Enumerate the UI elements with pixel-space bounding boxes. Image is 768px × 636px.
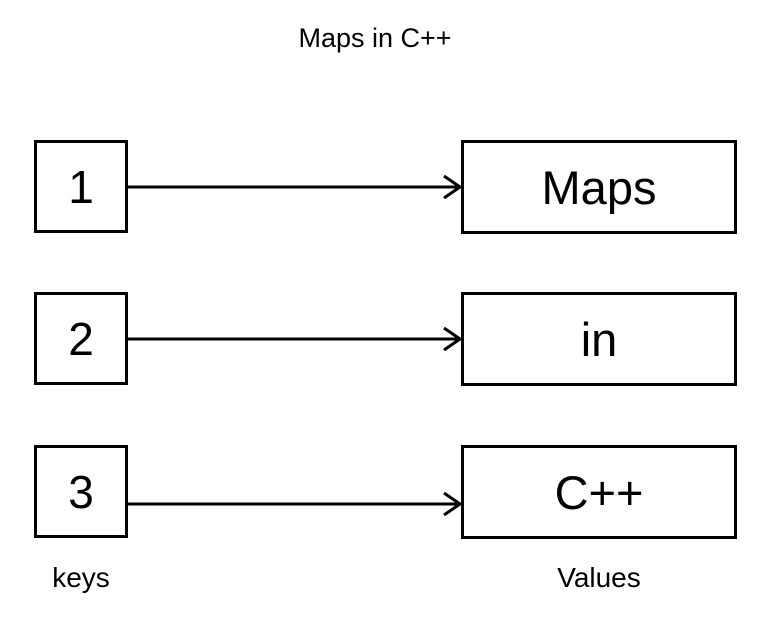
key-box-3[interactable]: 3 <box>34 445 128 538</box>
value-label: Maps <box>541 160 657 214</box>
arrow-right-icon <box>128 174 463 200</box>
value-box-2[interactable]: in <box>461 292 737 386</box>
key-label: 3 <box>68 465 94 518</box>
map-entry-row: 3 C++ <box>0 445 768 540</box>
key-label: 2 <box>68 312 94 365</box>
value-box-1[interactable]: Maps <box>461 140 737 234</box>
values-column-label: Values <box>557 562 641 593</box>
keys-column-label: keys <box>52 562 110 593</box>
key-box-1[interactable]: 1 <box>34 140 128 233</box>
key-box-2[interactable]: 2 <box>34 292 128 385</box>
value-label: C++ <box>554 465 644 519</box>
key-label: 1 <box>68 160 94 213</box>
value-box-3[interactable]: C++ <box>461 445 737 539</box>
arrow-right-icon <box>128 326 463 352</box>
arrow-right-icon <box>128 491 463 517</box>
value-label: in <box>580 312 618 366</box>
map-entry-row: 2 in <box>0 292 768 387</box>
page-title: Maps in C++ <box>298 23 452 53</box>
map-entry-row: 1 Maps <box>0 140 768 235</box>
